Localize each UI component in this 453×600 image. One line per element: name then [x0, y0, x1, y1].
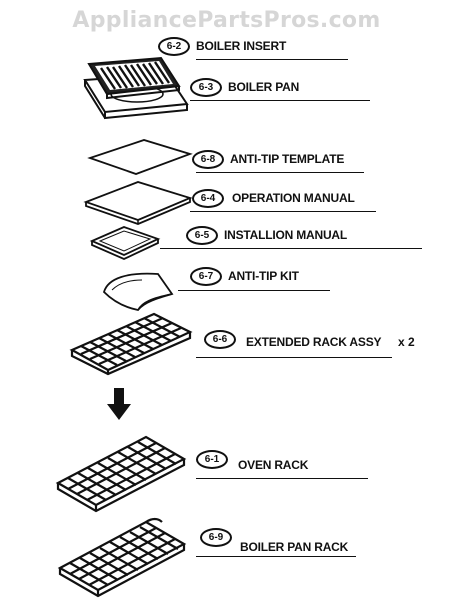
part-number-badge: 6-1 [196, 450, 228, 469]
part-label: BOILER INSERT [196, 39, 287, 53]
callout-6-7: 6-7 ANTI-TIP KIT [190, 267, 390, 289]
part-label: BOILER PAN RACK [240, 540, 349, 554]
leader-line [178, 290, 330, 291]
anti-tip-kit-art [102, 272, 174, 311]
arrow-down-icon [107, 388, 131, 420]
part-number-badge: 6-2 [158, 37, 190, 56]
broiler-pan-art [83, 56, 189, 120]
quantity-label: x 2 [398, 335, 415, 349]
part-number-badge: 6-4 [192, 189, 224, 208]
part-label: EXTENDED RACK ASSY [246, 335, 382, 349]
callout-6-3: 6-3 BOILER PAN [190, 78, 390, 100]
part-label: ANTI-TIP TEMPLATE [230, 152, 345, 166]
installation-manual-art [89, 226, 161, 260]
part-label: ANTI-TIP KIT [228, 269, 299, 283]
part-number-badge: 6-3 [190, 78, 222, 97]
leader-line [190, 211, 376, 212]
leader-line [160, 248, 422, 249]
callout-6-6: 6-6 EXTENDED RACK ASSY [204, 330, 444, 352]
leader-line [196, 357, 392, 358]
part-label: OVEN RACK [238, 458, 309, 472]
callout-6-1: 6-1 OVEN RACK [196, 450, 396, 472]
leader-line [190, 100, 370, 101]
part-number-badge: 6-8 [192, 150, 224, 169]
anti-tip-template-art [87, 139, 193, 175]
leader-line [196, 478, 368, 479]
leader-line [196, 59, 348, 60]
part-number-badge: 6-6 [204, 330, 236, 349]
part-number-badge: 6-9 [200, 528, 232, 547]
watermark: AppliancePartsPros.com [72, 8, 381, 33]
part-label: INSTALLION MANUAL [224, 228, 348, 242]
callout-6-8: 6-8 ANTI-TIP TEMPLATE [192, 150, 392, 172]
part-number-badge: 6-7 [190, 267, 222, 286]
leader-line [196, 556, 356, 557]
broiler-insert-art [87, 56, 181, 100]
part-number-badge: 6-5 [186, 226, 218, 245]
part-label: BOILER PAN [228, 80, 300, 94]
callout-6-4: 6-4 OPERATION MANUAL [192, 189, 392, 211]
part-label: OPERATION MANUAL [232, 191, 355, 205]
callout-6-2: 6-2 BOILER INSERT [158, 37, 358, 59]
operation-manual-art [83, 181, 193, 225]
leader-line [196, 172, 364, 173]
broiler-pan-rack-art [57, 517, 187, 598]
callout-6-5: 6-5 INSTALLION MANUAL [186, 226, 386, 248]
callout-6-9: 6-9 BOILER PAN RACK [200, 528, 400, 554]
extended-rack-art [69, 312, 193, 376]
oven-rack-art [55, 435, 187, 513]
